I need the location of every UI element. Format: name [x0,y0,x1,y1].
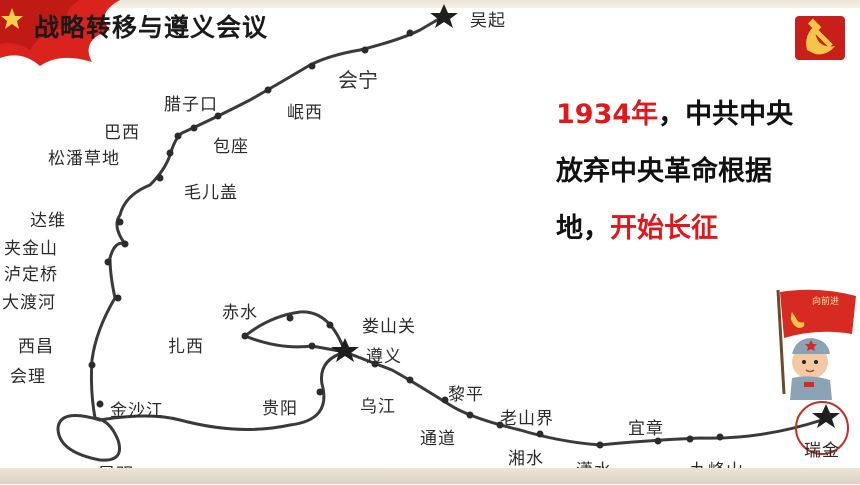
flag-text: 向前进 [812,295,839,307]
body-line-3: 地，开始长征 [556,200,826,257]
hammer-sickle-icon [795,16,845,60]
place-label-ruijin: 瑞金 [804,441,840,461]
place-label-liping: 黎平 [448,385,484,405]
cap-star-icon [805,340,817,351]
wuqi-star-icon [430,4,458,28]
place-label-jinshajiang: 金沙江 [110,401,164,421]
soldier-with-flag-illustration: 向前进 [776,289,856,400]
ruijin-circle [795,401,849,455]
place-label-lazikou: 腊子口 [164,95,218,115]
bottom-border [0,468,860,484]
star-icon [1,8,23,29]
route-stop-markers [88,29,724,449]
place-label-tongdao: 通道 [420,429,456,449]
place-label-daduhe: 大渡河 [2,293,56,313]
place-label-baxi: 巴西 [104,123,140,143]
red-flag-decoration [0,0,120,66]
top-border [0,0,860,8]
route-line-kunming-loop [56,414,121,462]
slide-title: 战略转移与遵义会议 [34,13,269,42]
place-label-dawei: 达维 [30,211,66,231]
place-label-huili: 会理 [10,367,46,387]
place-label-ludingqiao: 泸定桥 [4,265,58,285]
place-label-wuqi: 吴起 [470,11,506,31]
place-label-jiajinshan: 夹金山 [4,239,58,259]
place-label-xichang: 西昌 [18,337,54,357]
place-label-zhaxi: 扎西 [168,337,204,357]
body-line-3-start: 地， [556,213,610,244]
flag-emblem-icon [790,312,805,328]
place-label-xiangshui: 湘水 [508,449,544,469]
place-label-caodi: 松潘草地 [48,149,120,169]
ruijin-star-icon [812,404,840,428]
place-label-laoshanjie: 老山界 [500,409,554,429]
place-label-maoergai: 毛儿盖 [184,183,238,203]
body-line-2: 放弃中央革命根据 [556,156,772,187]
place-label-zunyi: 遵义 [366,347,402,367]
place-label-chishui: 赤水 [222,303,258,323]
place-label-baozuo: 包座 [213,137,249,157]
place-label-huining: 会宁 [338,68,378,92]
place-label-guiyang: 贵阳 [262,399,298,419]
slide-body-text: 1934年，中共中央 放弃中央革命根据 地，开始长征 [556,86,826,257]
place-label-minxian: 岷西 [287,103,323,123]
route-line-guiyang [98,350,347,431]
zunyi-star-icon [331,338,359,362]
place-label-yizhang: 宜章 [628,419,664,439]
body-line-1: 1934年，中共中央 [556,86,826,143]
place-label-loushanguan: 娄山关 [362,317,416,337]
route-line-zunyi-loop [243,310,347,354]
long-march-highlight: 开始长征 [610,213,718,244]
body-line-1-rest: ，中共中央 [658,99,794,130]
year-highlight: 1934年 [556,99,659,130]
place-label-wujiang: 乌江 [360,397,396,417]
